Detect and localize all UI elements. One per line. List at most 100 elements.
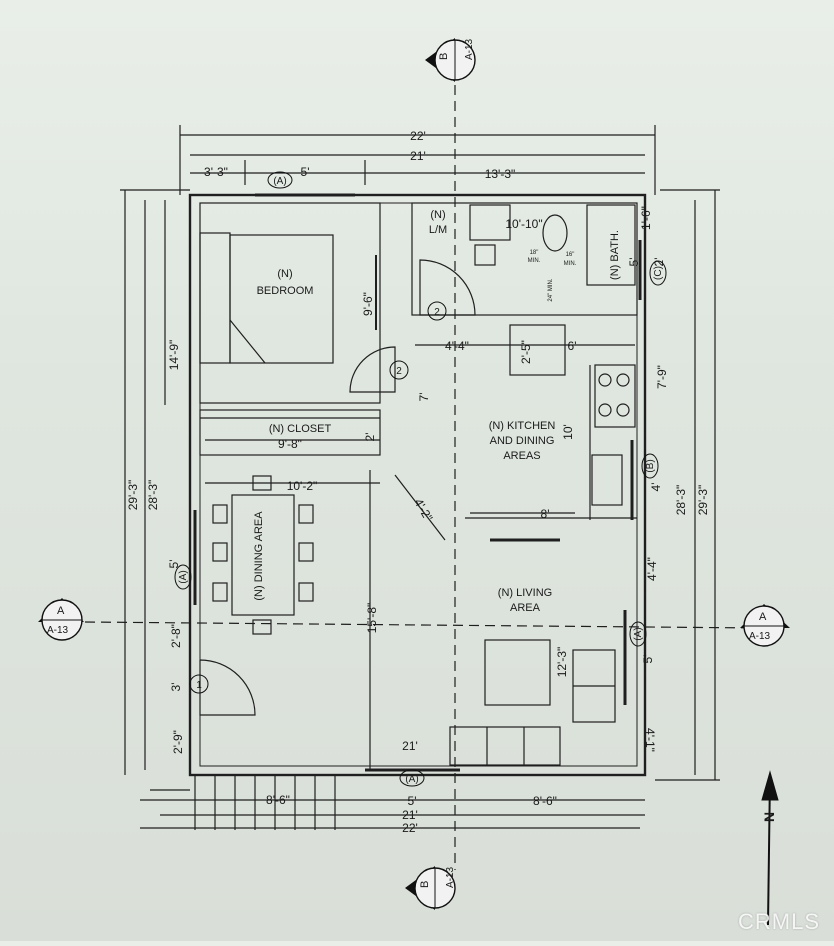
clearance-label: 18": [530, 250, 539, 256]
dim-label: 6': [568, 339, 577, 353]
dim-label: 8'-6": [533, 794, 557, 808]
window-tag: (C): [653, 266, 664, 280]
dim-label: 21': [402, 739, 418, 753]
dim-label: 28'-3": [674, 485, 688, 516]
dim-label: 8': [541, 507, 550, 521]
dim-label: 3': [169, 683, 183, 692]
door-2: [349, 346, 396, 393]
kitchen-label: AREAS: [503, 450, 540, 462]
section-marker-top: B A-13: [425, 38, 476, 82]
dim-label: 5': [408, 794, 417, 808]
dim-label: 4'-4": [645, 557, 659, 581]
laundry-label: L/M: [429, 224, 447, 236]
svg-text:B: B: [438, 53, 450, 60]
dim-label: 2': [363, 433, 377, 442]
svg-text:A: A: [759, 611, 767, 623]
dim-label: 9'-6": [361, 292, 375, 316]
svg-text:A-13: A-13: [749, 631, 771, 642]
fan: [474, 244, 496, 266]
window-tag: (B): [645, 459, 656, 472]
svg-text:N: N: [761, 812, 777, 822]
kitchen-label: (N) KITCHEN: [489, 420, 556, 432]
dim-label: 22': [410, 129, 426, 143]
svg-text:A-13: A-13: [464, 38, 475, 60]
dim-label: 12'-3": [555, 647, 569, 678]
north-arrow: N: [761, 770, 779, 926]
pantry: [509, 324, 566, 376]
dim-label: 5': [627, 258, 641, 267]
clearance-label: MIN.: [564, 261, 577, 267]
toilet: [542, 214, 568, 252]
dining-label: (N) DINING AREA: [253, 511, 265, 601]
svg-text:A-13: A-13: [445, 866, 456, 888]
hall-door: [419, 259, 476, 316]
window-tag: (A): [405, 774, 418, 785]
kitchen-label: AND DINING: [490, 435, 555, 447]
exterior-walls: [188, 193, 647, 777]
dim-label: 21': [402, 808, 418, 822]
dim-label: 10'-2": [287, 479, 318, 493]
dim-label: 9'-8": [278, 437, 302, 451]
window-tag: (A): [273, 176, 286, 187]
coffee-table: [484, 639, 551, 706]
bedroom-bench: [199, 232, 231, 364]
bed: [229, 234, 334, 364]
svg-text:B: B: [419, 881, 431, 888]
dim-label: 21': [410, 149, 426, 163]
chair: [298, 582, 314, 602]
kitchen-sink: [591, 454, 623, 506]
bedroom-label: BEDROOM: [257, 285, 314, 297]
dim-label: 1'-6": [639, 206, 653, 230]
section-marker-bottom: B A-13: [405, 866, 456, 910]
dim-label: 2'-5": [519, 340, 533, 364]
dim-label: 8'-6": [266, 793, 290, 807]
dim-label: 4'-4": [445, 339, 469, 353]
door-tag: 2: [434, 307, 440, 318]
watermark: CRMLS: [737, 909, 820, 934]
dim-label: 10'-10": [505, 217, 542, 231]
dim-label: 22': [402, 821, 418, 835]
dim-label: 7': [417, 393, 431, 402]
clearance-label: MIN.: [528, 258, 541, 264]
dim-label: 5': [641, 655, 655, 664]
dim-label: 3'-3": [204, 165, 228, 179]
laundry-label: (N): [430, 209, 445, 221]
dining-table: [231, 494, 295, 616]
closet-outline: [199, 409, 381, 456]
section-marker-right: A A-13: [740, 604, 790, 647]
shower: [586, 204, 636, 286]
section-marker-left: A A-13: [38, 598, 84, 641]
dim-label: 13'-3": [485, 167, 516, 181]
window-tag: (A): [178, 570, 189, 583]
chair: [298, 542, 314, 562]
sink: [469, 204, 511, 241]
sofa: [449, 726, 561, 766]
clearance-label: 24" MIN.: [548, 278, 554, 301]
stove: [594, 364, 636, 428]
dim-label: 4': [649, 483, 663, 492]
dim-label: 2'-8": [169, 624, 183, 648]
bedroom-label: (N): [277, 268, 292, 280]
living-label: (N) LIVING: [498, 587, 552, 599]
dim-label: 7'-9": [655, 365, 669, 389]
door-tag: 1: [196, 680, 202, 691]
dim-label: 4'-1": [643, 728, 657, 752]
bath-outline: [411, 202, 638, 316]
dim-label: 28'-3": [146, 480, 160, 511]
dim-label: 10': [561, 424, 575, 440]
dim-label: 2'-9": [171, 730, 185, 754]
closet-label: (N) CLOSET: [269, 423, 332, 435]
chair: [298, 504, 314, 524]
dim-label: 2': [652, 258, 666, 267]
dim-label: 5': [167, 560, 181, 569]
chair: [212, 582, 228, 602]
clearance-label: 16": [566, 252, 575, 258]
chair: [252, 619, 272, 635]
living-label: AREA: [510, 602, 541, 614]
bath-label: (N) BATH.: [609, 230, 621, 280]
dim-label: 15'-8": [365, 603, 379, 634]
door-tag: 2: [396, 366, 402, 377]
chair: [212, 542, 228, 562]
